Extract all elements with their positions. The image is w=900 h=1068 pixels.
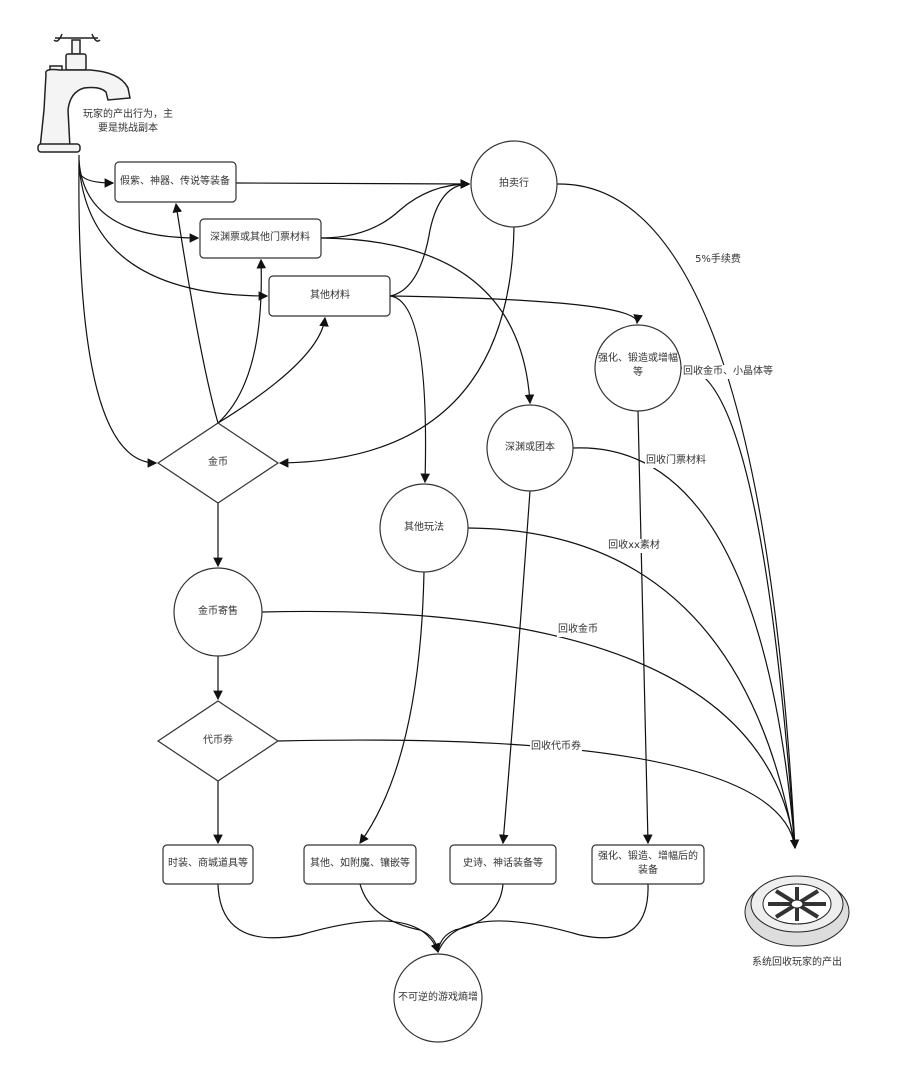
label-fashion: 时装、商城道具等: [168, 858, 248, 869]
node-circle-other-play[interactable]: [379, 483, 469, 573]
edge-label-recycle-tickets: 回收门票材料: [645, 454, 707, 468]
node-circle-gold-consign[interactable]: [173, 567, 263, 657]
node-box-legendary-gear[interactable]: [114, 161, 237, 203]
label-entropy: 不可逆的游戏熵增: [398, 992, 478, 1003]
node-diamond-gold[interactable]: [156, 422, 280, 504]
label-voucher: 代币券: [203, 735, 233, 746]
label-other-materials: 其他材料: [310, 290, 350, 301]
node-diamond-voucher[interactable]: [156, 700, 280, 782]
label-abyss-tickets: 深渊票或其他门票材料: [210, 232, 310, 243]
edge-label-recycle-gold-crystal: 回收金币、小晶体等: [682, 365, 774, 379]
node-box-fashion[interactable]: [162, 844, 254, 885]
sink-label: 系统回收玩家的产出: [752, 957, 842, 968]
edge-label-recycle-materials: 回收xx素材: [607, 539, 661, 553]
edge-label-recycle-gold: 回收金币: [557, 623, 599, 637]
node-box-enchant[interactable]: [303, 844, 417, 885]
label-epic: 史诗、神话装备等: [463, 858, 543, 869]
label-auction: 拍卖行: [499, 178, 529, 189]
nodes: [114, 140, 705, 1043]
node-circle-abyss-raid[interactable]: [486, 404, 574, 492]
drain-icon: [744, 875, 850, 947]
edges: [78, 155, 800, 954]
edge-label-fee: 5%手续费: [694, 253, 742, 267]
label-other-play: 其他玩法: [404, 522, 444, 533]
node-circle-auction[interactable]: [470, 140, 558, 228]
node-box-abyss-tickets[interactable]: [199, 218, 322, 259]
label-enhanced: 强化、锻造、增幅后的装备: [598, 851, 698, 876]
node-box-other-materials[interactable]: [268, 275, 391, 317]
label-legendary-gear: 假紫、神器、传说等装备: [120, 176, 230, 187]
node-ellipse-entropy[interactable]: [393, 953, 483, 1043]
label-gold: 金币: [208, 457, 228, 468]
edge-label-recycle-voucher: 回收代币券: [530, 740, 582, 754]
node-box-epic[interactable]: [449, 844, 557, 885]
faucet-icon: [37, 33, 131, 153]
source-label: 玩家的产出行为，主要是挑战副本: [83, 109, 173, 134]
label-enhance: 强化、锻造或增幅等: [598, 353, 678, 378]
label-gold-consign: 金币寄售: [198, 606, 238, 617]
label-abyss-raid: 深渊或团本: [505, 442, 555, 453]
label-enchant: 其他、如附魔、镶嵌等: [310, 858, 410, 869]
node-circle-enhance[interactable]: [594, 324, 682, 412]
node-box-enhanced[interactable]: [591, 844, 705, 885]
